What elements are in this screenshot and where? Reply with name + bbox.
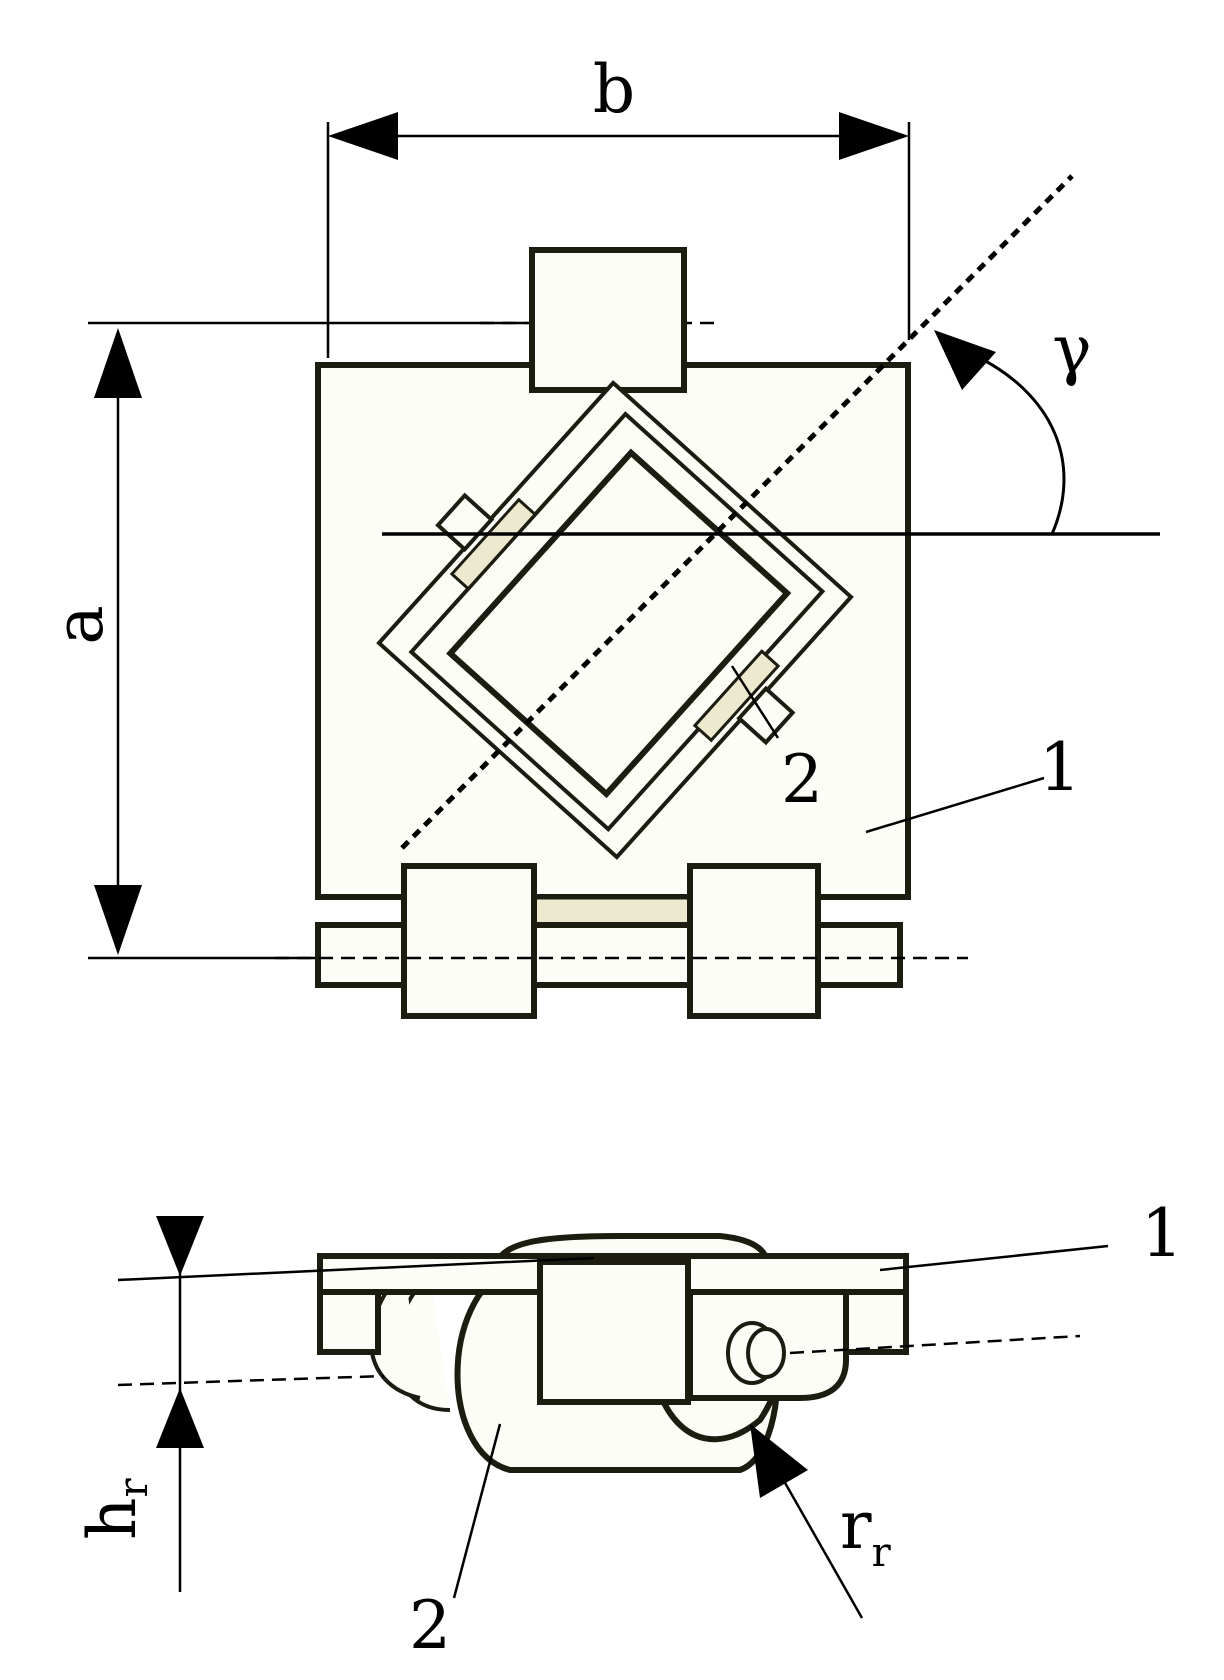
top-part-1-leader (865, 776, 1045, 834)
dimension-a-arrow-bottom (94, 885, 142, 955)
rotated-wheel-assembly (376, 380, 854, 860)
radius-leader (778, 1473, 864, 1619)
dimension-a-arrow-top (94, 328, 142, 398)
wheel-axis-line (400, 174, 1074, 850)
dimension-b-arrow-right (839, 112, 909, 160)
radius-arrow (750, 1424, 808, 1498)
dimension-hr-main: h (74, 1497, 151, 1540)
side-view: hr rr 1 2 (74, 1195, 1183, 1664)
side-axis-line (117, 1374, 385, 1387)
wheel-slot-upper (449, 497, 538, 591)
wheel-slot-lower (692, 649, 781, 743)
axle-shaft (526, 896, 698, 926)
top-view: b a (41, 51, 1160, 1019)
dimension-hr-arrow-top (156, 1216, 204, 1276)
left-roller-block (401, 863, 537, 1019)
dimension-b-arrow-left (328, 112, 398, 160)
right-roller-block (687, 863, 821, 1019)
angle-gamma-arc (979, 356, 1066, 535)
side-part-2-label: 2 (409, 1587, 451, 1664)
top-part-2-label: 2 (781, 741, 823, 818)
side-part-1-label: 1 (1141, 1195, 1183, 1272)
dimension-hr-subscript: r (111, 1477, 157, 1497)
dimension-hr-label: hr (74, 1477, 157, 1540)
dimension-hr: hr (74, 1216, 204, 1592)
side-center-block (537, 1259, 691, 1405)
dimension-hr-arrow-bottom (156, 1388, 204, 1448)
top-part-1-label: 1 (1039, 729, 1081, 806)
top-part-2-leader (730, 665, 780, 739)
angle-gamma-arrow (934, 330, 996, 390)
radius-main: r (840, 1487, 872, 1564)
side-pin-core (746, 1327, 786, 1379)
wheel-pin-lower (736, 685, 796, 746)
side-axis-line-right (789, 1334, 1081, 1355)
dimension-rr: rr (750, 1424, 892, 1619)
side-part-2-leader (452, 1423, 502, 1599)
radius-label: rr (840, 1487, 892, 1576)
radius-subscript: r (872, 1530, 892, 1576)
top-bearing-block (529, 247, 687, 393)
angle-gamma-label: γ (1052, 311, 1091, 388)
side-part-1-leader (879, 1244, 1109, 1272)
dimension-b-label: b (593, 51, 635, 128)
dimension-b: b (326, 51, 911, 358)
side-top-reference-line (117, 1256, 595, 1282)
dimension-a-label: a (41, 605, 118, 644)
